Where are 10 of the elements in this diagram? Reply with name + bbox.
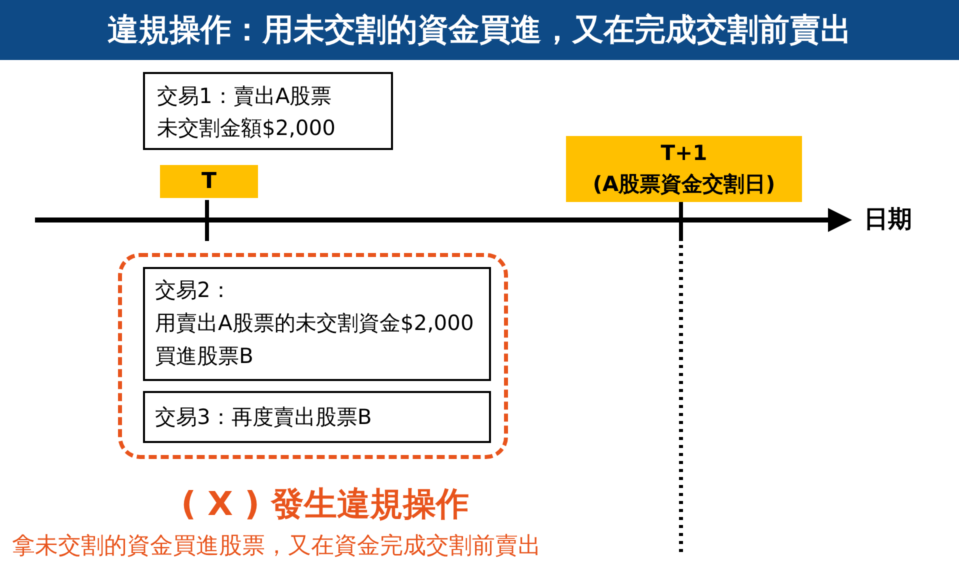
warning-heading: ( X ) 發生違規操作 (180, 483, 470, 525)
warning-note: 拿未交割的資金買進股票，又在資金完成交割前賣出 (12, 532, 541, 561)
date-tag: T+1 (A股票資金交割日) (566, 136, 802, 202)
axis-label: 日期 (864, 204, 912, 235)
title-banner: 違規操作：用未交割的資金買進，又在完成交割前賣出 (0, 0, 959, 60)
transaction-box: 交易1：賣出A股票 未交割金額$2,000 (143, 72, 393, 150)
dashed-group-box (118, 253, 508, 459)
date-tag: T (160, 165, 258, 198)
transaction-box: 交易2： 用賣出A股票的未交割資金$2,000買進股票B (143, 267, 491, 381)
transaction-box: 交易3：再度賣出股票B (143, 391, 491, 443)
